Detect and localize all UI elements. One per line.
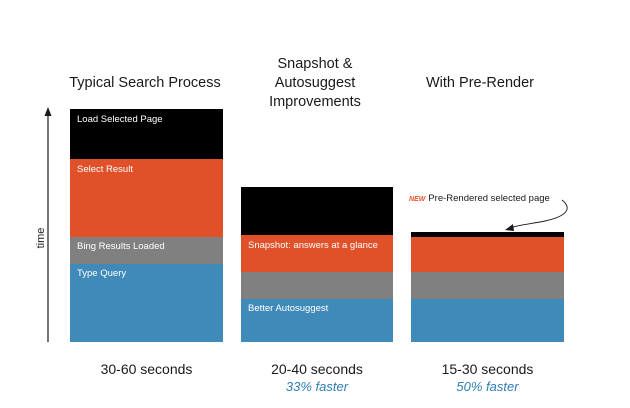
time-axis-label: time — [35, 227, 47, 249]
column-1-title-line-1: Typical Search Process — [69, 75, 221, 91]
column-1-segment-bing-results-loaded: Bing Results Loaded — [70, 237, 223, 264]
column-2-title-line-2: Autosuggest — [274, 75, 356, 91]
column-2-segment-gray — [241, 272, 393, 299]
column-3-segment-gray — [411, 272, 564, 299]
column-1-segment-label: Select Result — [77, 164, 133, 175]
callout-arrowhead — [505, 224, 514, 231]
column-2-segment-label: Better Autosuggest — [248, 303, 329, 314]
callout-arrow — [509, 199, 568, 229]
column-1-segment-load-selected-page: Load Selected Page — [70, 109, 223, 159]
column-2-title-line-3: Improvements — [269, 94, 361, 110]
time-axis-arrowhead — [44, 107, 52, 116]
column-1-segment-type-query: Type Query — [70, 264, 223, 342]
column-3-segment-blue — [411, 299, 564, 342]
column-3-duration: 15-30 seconds — [441, 361, 534, 377]
column-2-segment-snapshot: Snapshot: answers at a glance — [241, 235, 393, 272]
column-1-segment-label: Type Query — [77, 268, 127, 279]
column-1-segment-label: Load Selected Page — [77, 114, 163, 125]
column-1-duration: 30-60 seconds — [100, 361, 193, 377]
column-3-title: With Pre-Render — [395, 74, 565, 93]
column-3-segment-orange — [411, 237, 564, 272]
column-2-segment-black — [241, 187, 393, 235]
column-3-segment-black — [411, 232, 564, 237]
column-1-title: Typical Search Process — [50, 74, 240, 93]
callout-text: Pre-Rendered selected page — [428, 193, 550, 204]
column-3-title-line-1: With Pre-Render — [426, 75, 534, 91]
column-2-speedup: 33% faster — [285, 379, 349, 394]
column-1-segment-label: Bing Results Loaded — [77, 241, 165, 252]
column-2-segment-label: Snapshot: answers at a glance — [248, 240, 378, 251]
column-2-title: Snapshot & Autosuggest Improvements — [225, 55, 405, 112]
column-2-title-line-1: Snapshot & — [277, 56, 353, 72]
column-2-segment-better-autosuggest: Better Autosuggest — [241, 299, 393, 342]
column-3-speedup: 50% faster — [456, 379, 519, 394]
column-1-segment-select-result: Select Result — [70, 159, 223, 237]
new-badge: NEW — [409, 196, 426, 203]
column-2-duration: 20-40 seconds — [271, 361, 363, 377]
